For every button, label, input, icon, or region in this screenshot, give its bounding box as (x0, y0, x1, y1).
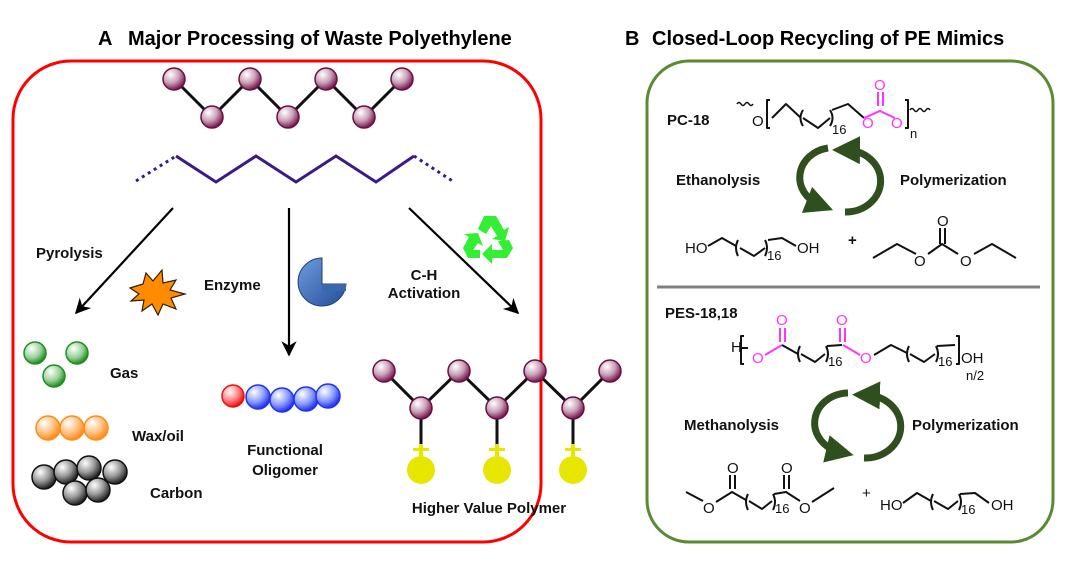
octadecanediol-structure: HO 16 OH (685, 237, 820, 263)
svg-text:OH: OH (991, 497, 1014, 514)
pe-skeletal-chain (135, 154, 455, 184)
svg-text:H: H (731, 339, 742, 356)
svg-text:OH: OH (961, 350, 984, 367)
carbon-label: Carbon (150, 485, 203, 502)
svg-text:O: O (937, 213, 949, 230)
panel-b-title: Closed-Loop Recycling of PE Mimics (652, 28, 1004, 50)
pes-plus-sign: + (862, 485, 871, 502)
svg-text:O: O (960, 253, 972, 270)
svg-text:16: 16 (828, 354, 842, 369)
gas-molecules (23, 341, 89, 388)
pyrolysis-arrow (74, 207, 174, 315)
oligomer-label-line1: Functional (247, 442, 323, 459)
ch-label-line1: C-H (411, 267, 438, 284)
panel-a-title: Major Processing of Waste Polyethylene (128, 28, 512, 50)
svg-text:HO: HO (685, 240, 708, 257)
pc18-recycling-cycle (796, 136, 885, 216)
svg-text:16: 16 (832, 122, 846, 137)
svg-text:O: O (914, 253, 926, 270)
ch-activation-arrow (408, 207, 520, 315)
svg-text:O: O (703, 500, 715, 517)
pes1818-recycling-cycle (811, 381, 905, 463)
functional-oligomer (221, 383, 341, 413)
svg-text:16: 16 (767, 248, 781, 263)
svg-text:n/2: n/2 (966, 368, 984, 383)
higher-value-polymer-model (372, 359, 622, 484)
pe-ball-stick-model (162, 67, 414, 129)
pes1818-polymerization-label: Polymerization (912, 417, 1019, 434)
svg-text:OH: OH (797, 240, 820, 257)
svg-text:O: O (776, 312, 788, 329)
svg-text:O: O (752, 350, 764, 367)
svg-text:16: 16 (961, 502, 975, 517)
wax-oil-label: Wax/oil (132, 428, 184, 445)
enzyme-label: Enzyme (204, 277, 261, 294)
wax-oil-molecules (35, 415, 109, 441)
svg-text:16: 16 (938, 354, 952, 369)
pc18-structure: O 16 O O O n (736, 77, 931, 141)
pyrolysis-label: Pyrolysis (36, 245, 103, 262)
dimethyl-octadecanedioate-structure: O O 16 O O (685, 460, 835, 517)
ethanolysis-label: Ethanolysis (676, 172, 760, 189)
enzyme-pacman-icon (297, 257, 347, 307)
svg-text:O: O (862, 115, 874, 132)
svg-text:O: O (781, 460, 793, 477)
svg-text:16: 16 (775, 501, 789, 516)
higher-value-polymer-label: Higher Value Polymer (412, 500, 566, 517)
svg-text:O: O (752, 113, 764, 130)
pc18-name: PC-18 (667, 112, 710, 129)
svg-text:HO: HO (880, 497, 903, 514)
svg-text:O: O (860, 350, 872, 367)
diethyl-carbonate-structure: O O O (872, 213, 1017, 270)
pc18-polymerization-label: Polymerization (900, 172, 1007, 189)
svg-text:O: O (874, 77, 886, 94)
svg-text:O: O (836, 312, 848, 329)
svg-text:O: O (727, 460, 739, 477)
ch-label-line2: Activation (388, 285, 461, 302)
svg-text:n: n (910, 126, 917, 141)
carbon-cluster (31, 455, 128, 506)
methanolysis-label: Methanolysis (684, 417, 779, 434)
panel-a: A Major Processing of Waste Polyethylene… (11, 28, 622, 544)
pes-octadecanediol-structure: HO 16 OH (880, 492, 1014, 517)
recycle-icon (463, 216, 513, 264)
oligomer-label-line2: Oligomer (252, 462, 318, 479)
gas-label: Gas (110, 365, 138, 382)
panel-a-letter: A (98, 28, 112, 50)
pc18-plus-sign: + (848, 232, 857, 249)
svg-text:O: O (799, 500, 811, 517)
panel-b-letter: B (625, 28, 639, 50)
pes1818-structure: H O O 16 O O 16 OH (731, 312, 984, 383)
panel-b: B Closed-Loop Recycling of PE Mimics PC-… (625, 28, 1055, 544)
pes1818-name: PES-18,18 (665, 305, 738, 322)
panel-b-border (645, 59, 1055, 544)
panel-a-border (11, 59, 543, 544)
explosion-icon (128, 268, 188, 317)
svg-text:O: O (891, 115, 903, 132)
